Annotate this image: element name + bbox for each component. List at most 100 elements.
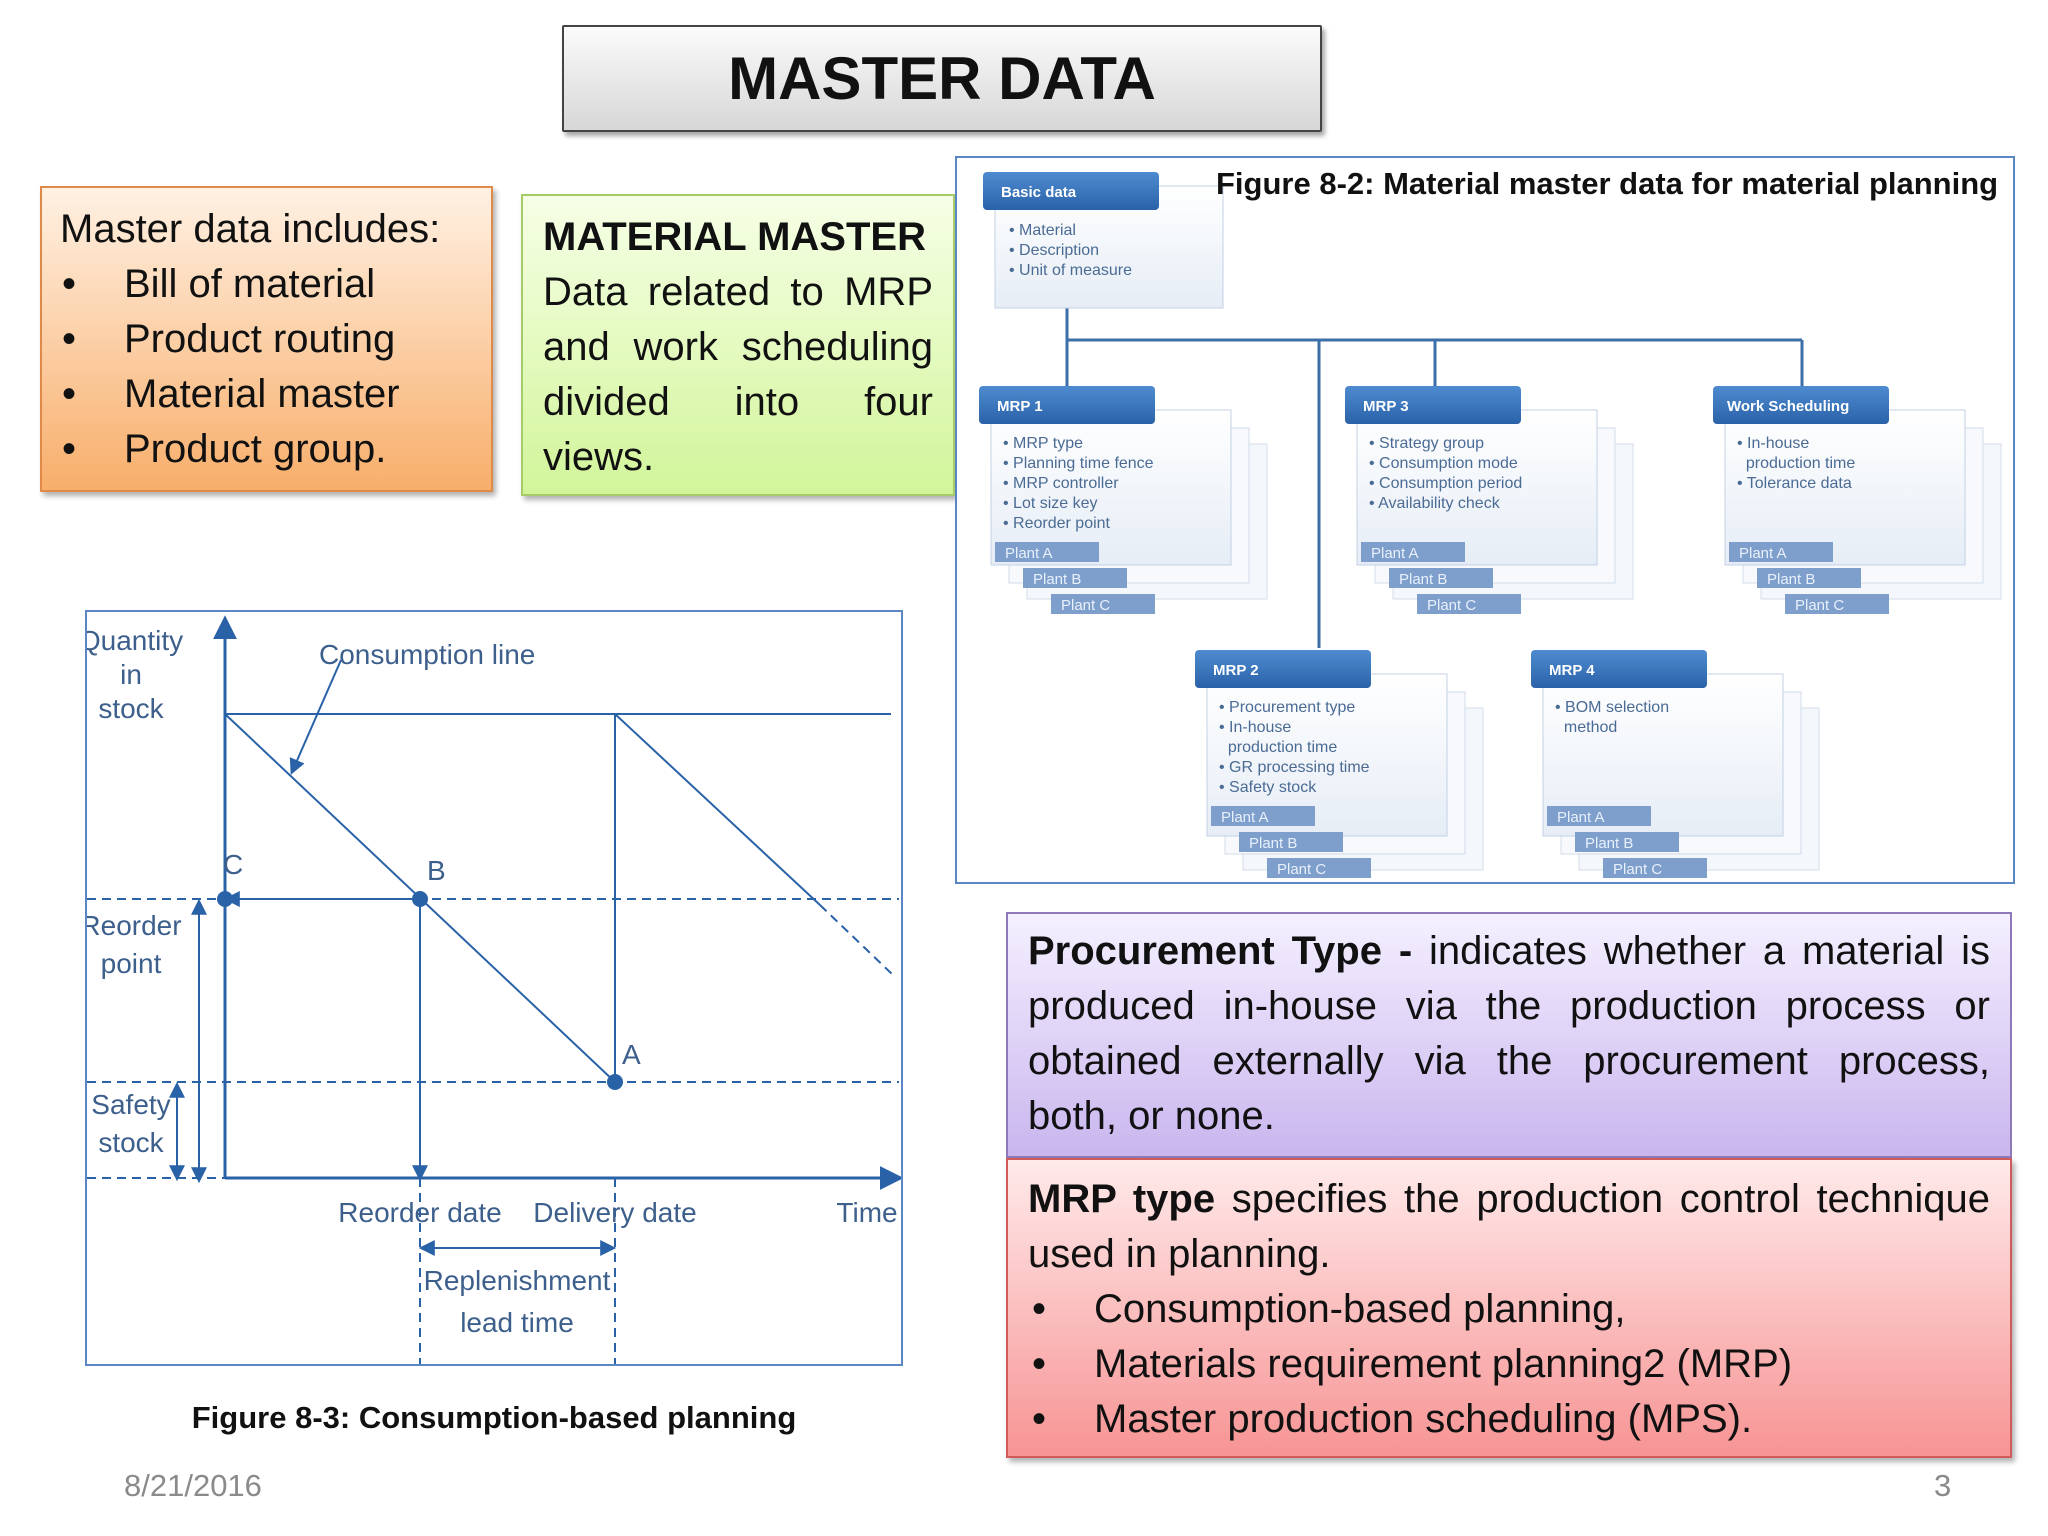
safety-stock-label: stock bbox=[98, 1127, 164, 1158]
mrp1-card: MRP 1 • MRP type • Planning time fence •… bbox=[979, 386, 1268, 614]
card-item: • MRP type bbox=[1003, 435, 1083, 452]
work-scheduling-label: Work Scheduling bbox=[1727, 398, 1849, 415]
material-master-box: MATERIAL MASTER Data related to MRP and … bbox=[521, 194, 955, 496]
figure-8-2-frame: Basic data • Material • Description • Un… bbox=[955, 156, 2015, 884]
card-item: • In-house bbox=[1219, 719, 1291, 736]
figure-8-3-caption: Figure 8-3: Consumption-based planning bbox=[191, 1400, 797, 1435]
mrp4-card: MRP 4 • BOM selection method Plant A Pla… bbox=[1531, 650, 1820, 878]
plant-tab: Plant B bbox=[1585, 835, 1633, 852]
basic-data-label: Basic data bbox=[1001, 184, 1077, 201]
card-item: • Planning time fence bbox=[1003, 455, 1154, 472]
reorder-date-label: Reorder date bbox=[338, 1197, 501, 1228]
card-item: method bbox=[1555, 719, 1617, 736]
footer-date: 8/21/2016 bbox=[124, 1468, 262, 1503]
slide-title: MASTER DATA bbox=[562, 25, 1322, 132]
time-axis-label: Time bbox=[836, 1197, 897, 1228]
basic-data-card: Basic data • Material • Description • Un… bbox=[983, 172, 1224, 309]
plant-tab: Plant A bbox=[1005, 545, 1053, 562]
plant-tab: Plant C bbox=[1061, 597, 1110, 614]
card-item: • Procurement type bbox=[1219, 699, 1355, 716]
plant-tab: Plant B bbox=[1033, 571, 1081, 588]
card-item: • Unit of measure bbox=[1009, 262, 1132, 279]
consumption-planning-diagram: Quantity in stock Consumption line Reord… bbox=[87, 615, 901, 1364]
safety-stock-label: Safety bbox=[91, 1089, 170, 1120]
plant-tab: Plant A bbox=[1739, 545, 1787, 562]
page-number: 3 bbox=[1934, 1468, 1952, 1503]
point-a-marker bbox=[607, 1074, 623, 1090]
plant-tab: Plant C bbox=[1795, 597, 1844, 614]
card-item: • GR processing time bbox=[1219, 759, 1370, 776]
connector-lines bbox=[1065, 308, 1804, 648]
master-data-box: Master data includes: Bill of material P… bbox=[40, 186, 493, 492]
replenishment-label: Replenishment bbox=[424, 1265, 611, 1296]
plant-tab: Plant A bbox=[1221, 809, 1269, 826]
figure-8-3-frame: Quantity in stock Consumption line Reord… bbox=[85, 610, 903, 1366]
point-c-label: C bbox=[223, 849, 243, 880]
card-item: • Safety stock bbox=[1219, 779, 1317, 796]
procurement-type-text: indicates whether a material is produced… bbox=[1028, 929, 1990, 1138]
diagram-labels: Quantity in stock Consumption line Reord… bbox=[87, 625, 898, 1338]
card-item: • Consumption period bbox=[1369, 475, 1522, 492]
plant-tab: Plant A bbox=[1557, 809, 1605, 826]
plant-tab: Plant C bbox=[1427, 597, 1476, 614]
delivery-date-label: Delivery date bbox=[533, 1197, 696, 1228]
card-item: • Lot size key bbox=[1003, 495, 1098, 512]
plant-tab: Plant B bbox=[1399, 571, 1447, 588]
mrp4-label: MRP 4 bbox=[1549, 662, 1595, 679]
card-item: production time bbox=[1219, 739, 1337, 756]
point-b-label: B bbox=[427, 855, 446, 886]
card-item: • Reorder point bbox=[1003, 515, 1111, 532]
plant-tab: Plant C bbox=[1277, 861, 1326, 878]
card-item: • Availability check bbox=[1369, 495, 1501, 512]
plant-tab: Plant C bbox=[1613, 861, 1662, 878]
mrp-type-box: MRP type specifies the production contro… bbox=[1006, 1158, 2012, 1458]
procurement-type-term: Procurement Type - bbox=[1028, 929, 1413, 973]
replenishment-label: lead time bbox=[460, 1307, 574, 1338]
procurement-type-box: Procurement Type - indicates whether a m… bbox=[1006, 912, 2012, 1158]
card-item: • Material bbox=[1009, 222, 1076, 239]
master-data-heading: Master data includes: bbox=[60, 207, 441, 251]
list-item: Bill of material bbox=[60, 257, 473, 312]
mrp1-label: MRP 1 bbox=[997, 398, 1043, 415]
list-item: Materials requirement planning2 (MRP) bbox=[1028, 1337, 1990, 1392]
master-data-list: Bill of material Product routing Materia… bbox=[60, 257, 473, 477]
consumption-line-label: Consumption line bbox=[319, 639, 535, 670]
list-item: Product routing bbox=[60, 312, 473, 367]
list-item: Consumption-based planning, bbox=[1028, 1282, 1990, 1337]
list-item: Material master bbox=[60, 367, 473, 422]
point-c-marker bbox=[217, 891, 233, 907]
list-item: Product group. bbox=[60, 422, 473, 477]
y-axis-label: Quantity bbox=[87, 625, 183, 656]
material-master-heading: MATERIAL MASTER bbox=[543, 215, 926, 259]
card-item: • In-house bbox=[1737, 435, 1809, 452]
mrp-type-list: Consumption-based planning, Materials re… bbox=[1028, 1282, 1990, 1447]
mrp2-label: MRP 2 bbox=[1213, 662, 1259, 679]
y-axis-label: stock bbox=[98, 693, 164, 724]
y-axis-label: in bbox=[120, 659, 142, 690]
mrp-type-intro: MRP type specifies the production contro… bbox=[1028, 1172, 1990, 1282]
card-item: • Consumption mode bbox=[1369, 455, 1518, 472]
card-item: • Description bbox=[1009, 242, 1099, 259]
point-a-label: A bbox=[622, 1039, 641, 1070]
card-item: • Tolerance data bbox=[1737, 475, 1852, 492]
figure-8-2-title: Figure 8-2: Material master data for mat… bbox=[1216, 166, 1999, 201]
point-b-marker bbox=[412, 891, 428, 907]
mrp3-card: MRP 3 • Strategy group • Consumption mod… bbox=[1345, 386, 1634, 614]
plant-tab: Plant B bbox=[1767, 571, 1815, 588]
card-item: • MRP controller bbox=[1003, 475, 1119, 492]
plant-tab: Plant A bbox=[1371, 545, 1419, 562]
list-item: Master production scheduling (MPS). bbox=[1028, 1392, 1990, 1447]
card-item: production time bbox=[1737, 455, 1855, 472]
reference-lines bbox=[87, 659, 899, 1364]
card-item: • BOM selection bbox=[1555, 699, 1669, 716]
plant-tab: Plant B bbox=[1249, 835, 1297, 852]
mrp3-label: MRP 3 bbox=[1363, 398, 1409, 415]
mrp-type-term: MRP type bbox=[1028, 1177, 1216, 1221]
card-item: • Strategy group bbox=[1369, 435, 1484, 452]
material-master-diagram: Basic data • Material • Description • Un… bbox=[979, 172, 2002, 878]
reorder-point-label: Reorder bbox=[87, 910, 182, 941]
work-scheduling-card: Work Scheduling • In-house production ti… bbox=[1713, 386, 2002, 614]
material-master-body: Data related to MRP and work scheduling … bbox=[543, 270, 933, 479]
mrp-type-text: specifies the production control techniq… bbox=[1028, 1177, 1990, 1276]
mrp2-card: MRP 2 • Procurement type • In-house prod… bbox=[1195, 650, 1484, 878]
